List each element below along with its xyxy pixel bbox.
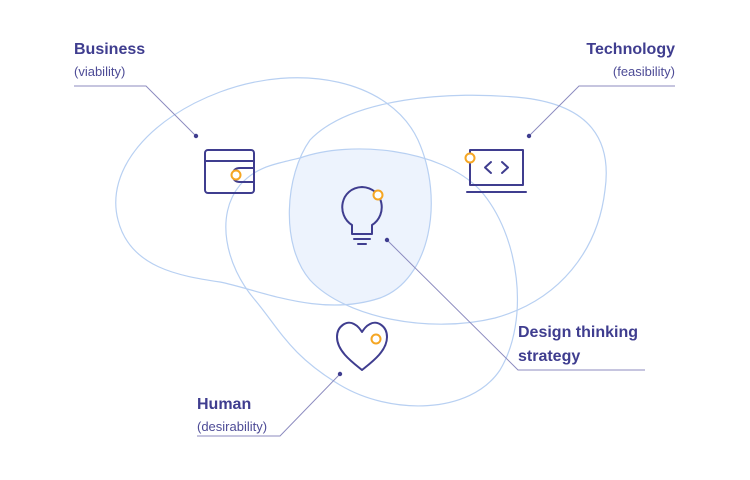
heart-icon <box>336 321 388 371</box>
design-leader <box>386 239 645 371</box>
business-leader <box>74 85 197 137</box>
design-title-line1: Design thinking <box>518 324 638 341</box>
intersection-area <box>289 148 432 306</box>
design-thinking-label: Design thinking strategy <box>518 321 638 369</box>
business-leader-dot <box>193 133 199 139</box>
technology-label: Technology (feasibility) <box>540 40 675 81</box>
human-label: Human (desirability) <box>197 395 267 436</box>
technology-subtitle: (feasibility) <box>612 64 675 79</box>
technology-leader-dot <box>526 133 532 139</box>
business-blob <box>115 77 432 306</box>
business-subtitle: (viability) <box>74 64 126 79</box>
design-title-line2: strategy <box>518 348 581 365</box>
code-monitor-icon <box>464 149 527 193</box>
human-title: Human <box>197 396 252 413</box>
human-leader-dot <box>337 371 343 377</box>
wallet-icon <box>204 149 255 194</box>
technology-blob <box>288 94 607 325</box>
business-label: Business (viability) <box>74 40 145 81</box>
technology-leader <box>528 85 675 137</box>
design-leader-dot <box>384 237 390 243</box>
leader-lines <box>74 85 675 437</box>
technology-title: Technology <box>586 41 675 58</box>
human-leader <box>197 373 341 437</box>
business-title: Business <box>74 41 146 58</box>
lightbulb-icon <box>341 186 384 245</box>
human-subtitle: (desirability) <box>197 419 268 434</box>
